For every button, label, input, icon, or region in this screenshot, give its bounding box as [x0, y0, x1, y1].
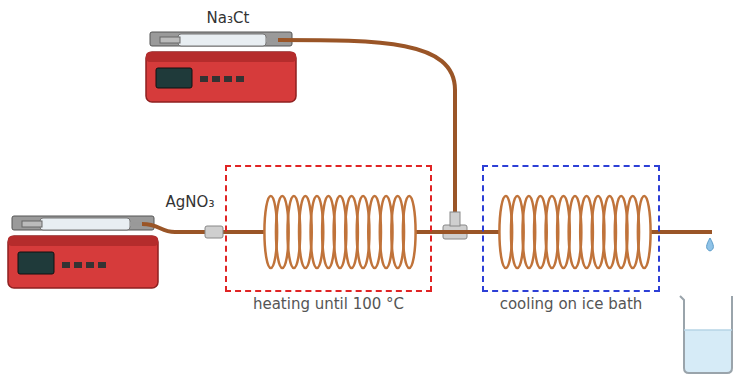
- syringe-barrel: [40, 218, 130, 230]
- pump-button: [200, 76, 208, 82]
- region-label: heating until 100 °C: [253, 295, 404, 313]
- beaker: [680, 296, 732, 373]
- syringe-pump: [146, 32, 296, 102]
- beaker-glass: [680, 296, 732, 373]
- region-label: cooling on ice bath: [500, 295, 643, 313]
- pump-button: [212, 76, 220, 82]
- coil-group: [264, 196, 650, 268]
- pump-button: [86, 262, 94, 268]
- syringe-tip: [266, 38, 278, 42]
- syringe-barrel: [178, 34, 266, 46]
- syringe-plunger: [160, 37, 180, 43]
- pump-button: [236, 76, 244, 82]
- coil-winding: [403, 196, 416, 268]
- pump-button: [74, 262, 82, 268]
- pump-display: [18, 252, 54, 274]
- tube: [415, 230, 432, 234]
- tube-connector: [205, 226, 223, 238]
- pump-display: [156, 68, 192, 88]
- syringe-pump: [8, 216, 158, 288]
- pump-rail: [12, 216, 154, 230]
- droplet: [707, 238, 714, 251]
- beaker-liquid: [684, 330, 732, 373]
- pump-button: [98, 262, 106, 268]
- pump-button: [224, 76, 232, 82]
- pump-button: [62, 262, 70, 268]
- dashed-region: heating until 100 °C: [225, 165, 432, 292]
- tube: [142, 224, 265, 232]
- syringe-tip: [130, 222, 142, 226]
- pump-body: [8, 236, 158, 288]
- pump-top: [146, 52, 296, 62]
- tube: [482, 230, 500, 234]
- reagent-label: Na₃Ct: [207, 9, 250, 27]
- t-junction: [450, 212, 460, 226]
- liquid-surface: [684, 329, 732, 331]
- pump-rail: [150, 32, 292, 46]
- pump-top: [8, 236, 158, 246]
- syringe-plunger: [22, 221, 42, 227]
- tube-connector-line: [432, 230, 482, 234]
- reagent-label: AgNO₃: [166, 193, 215, 211]
- dashed-region: cooling on ice bath: [482, 165, 660, 292]
- pump-body: [146, 52, 296, 102]
- coil-winding: [638, 196, 651, 268]
